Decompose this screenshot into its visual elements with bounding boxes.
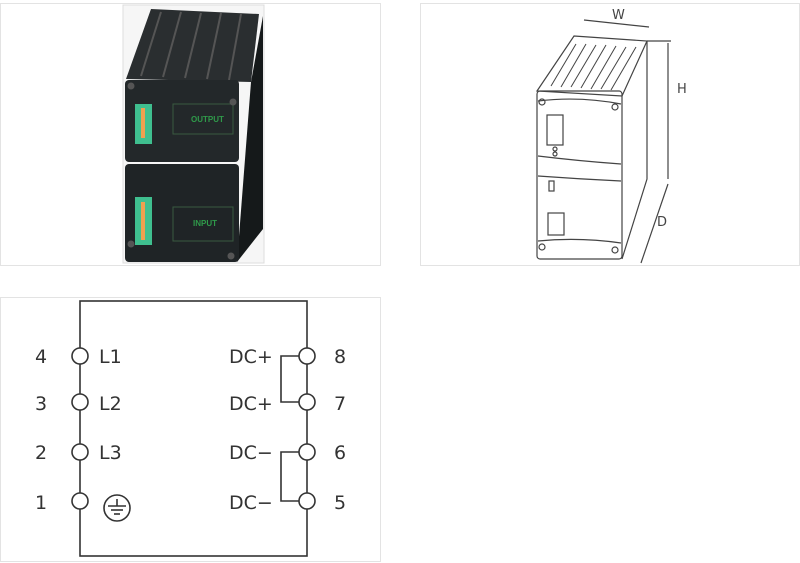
terminal-number: 7 xyxy=(334,393,346,415)
width-dimension-label: W xyxy=(612,8,625,23)
terminal-label: DC+ xyxy=(229,393,273,415)
output-lettering: OUTPUT xyxy=(191,115,224,124)
terminal-label: L3 xyxy=(99,442,122,464)
terminal-number: 4 xyxy=(35,346,47,368)
product-photo-thumbnail[interactable]: OUTPUT INPUT xyxy=(0,3,381,266)
dimension-drawing-thumbnail[interactable]: W H D xyxy=(420,3,800,266)
terminal-number: 6 xyxy=(334,442,346,464)
terminal-label: L1 xyxy=(99,346,122,368)
terminal-number: 3 xyxy=(35,393,47,415)
input-lettering: INPUT xyxy=(193,219,217,228)
wiring-diagram: 4 3 2 1 L1 L2 L3 DC+ DC+ DC− DC− 8 7 6 5 xyxy=(35,300,346,557)
terminal-number: 8 xyxy=(334,346,346,368)
terminal-label: DC− xyxy=(229,492,273,514)
ground-icon xyxy=(103,494,131,522)
terminal-number: 1 xyxy=(35,492,47,514)
terminal-label: L2 xyxy=(99,393,122,415)
terminal-number: 5 xyxy=(334,492,346,514)
height-dimension-label: H xyxy=(677,82,687,97)
depth-dimension-label: D xyxy=(657,215,667,230)
terminal-label: DC+ xyxy=(229,346,273,368)
wiring-diagram-thumbnail[interactable]: 4 3 2 1 L1 L2 L3 DC+ DC+ DC− DC− 8 7 6 5 xyxy=(0,297,381,562)
terminal-number: 2 xyxy=(35,442,47,464)
dimension-drawing: W H D xyxy=(535,8,687,264)
terminal-label: DC− xyxy=(229,442,273,464)
product-photo: OUTPUT INPUT xyxy=(122,4,265,264)
